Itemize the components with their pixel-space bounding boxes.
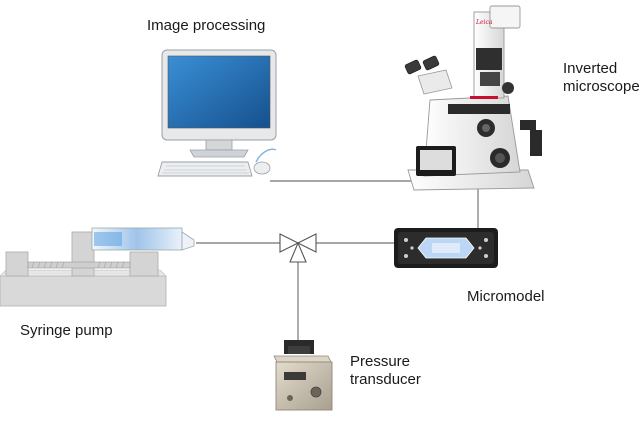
pressure-transducer-label: Pressure transducer	[350, 353, 440, 389]
microscope-brand-mark: Leica	[475, 19, 493, 26]
computer-icon	[157, 49, 277, 177]
pressure-transducer-label-line2: transducer	[350, 371, 421, 388]
connection-lines	[196, 180, 479, 345]
three-way-valve-icon	[279, 233, 317, 263]
inverted-microscope-icon	[404, 5, 542, 191]
pressure-transducer-label-line1: Pressure	[350, 353, 411, 370]
image-processing-label: Image processing	[147, 17, 266, 34]
syringe-pump-icon	[0, 227, 195, 307]
inverted-microscope-label: Inverted microscope	[563, 60, 643, 96]
inverted-microscope-label-line1: Inverted	[563, 60, 618, 77]
micromodel-chip-icon	[394, 228, 498, 268]
inverted-microscope-label-line2: microscope	[563, 78, 640, 95]
syringe-pump-label: Syringe pump	[20, 322, 113, 339]
micromodel-label: Micromodel	[467, 288, 545, 305]
pressure-transducer-icon	[273, 340, 333, 411]
